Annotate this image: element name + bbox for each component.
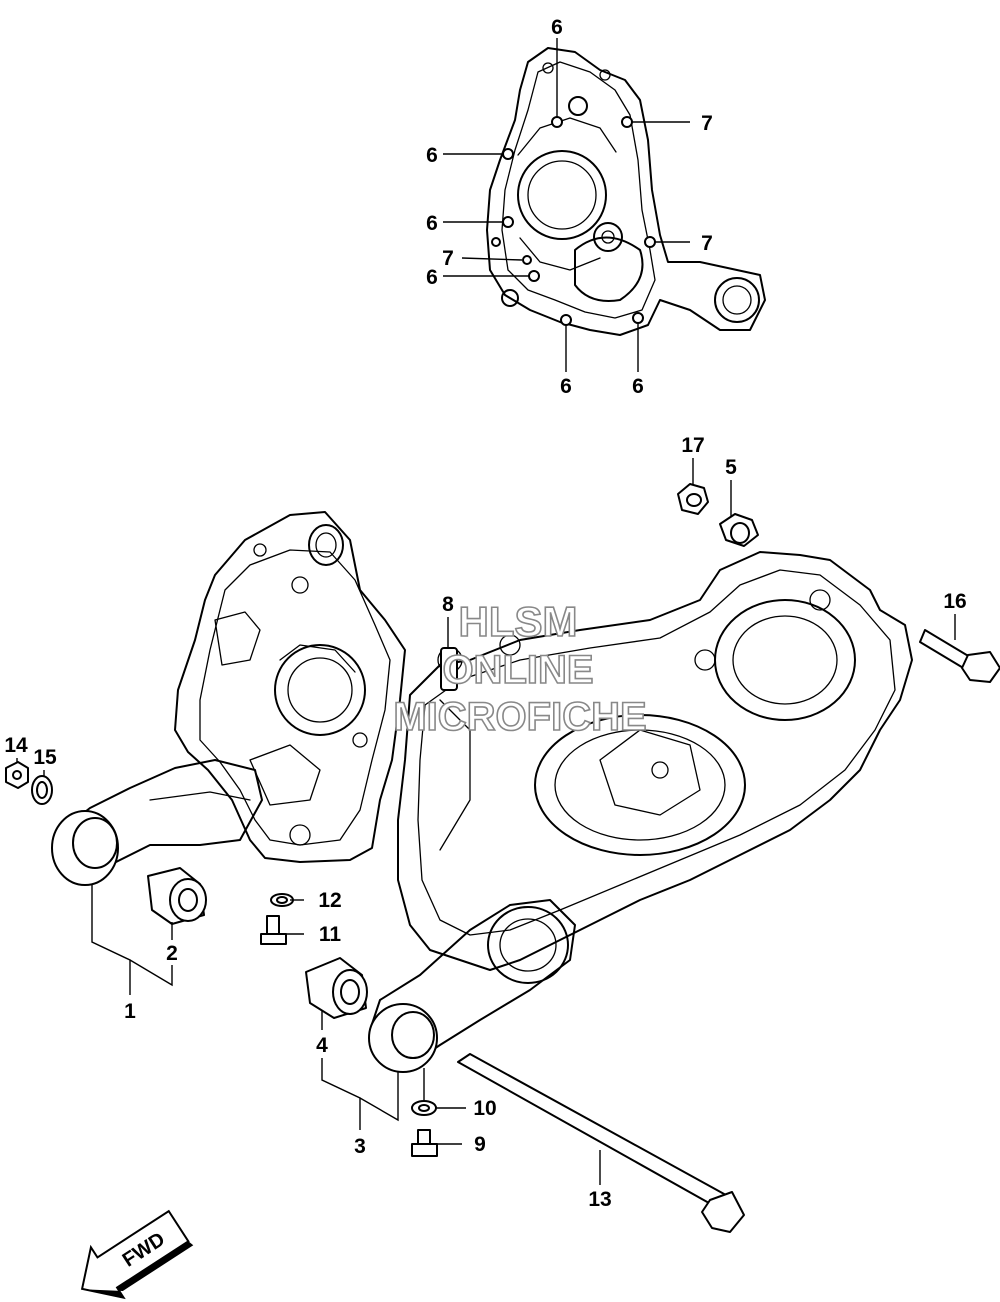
- watermark-line-1: HLSM: [459, 598, 578, 645]
- callout-2: 2: [166, 942, 178, 965]
- nut-17: [677, 483, 709, 515]
- callout-17: 17: [681, 434, 704, 457]
- bolt-16: [919, 629, 1000, 683]
- bolt-11: [260, 915, 287, 945]
- watermark-line-2: ONLINE: [442, 648, 593, 692]
- nut-14: [5, 761, 29, 789]
- callout-6-bottom-1: 6: [560, 375, 572, 398]
- crankcase-right: [397, 551, 913, 971]
- watermark: HLSM ONLINE MICROFICHE: [393, 597, 648, 740]
- callout-4: 4: [316, 1034, 328, 1057]
- leader-lines: [16, 38, 956, 1185]
- bushing-4: [305, 957, 368, 1019]
- callouts: 6 7 6 6 7 7 6 6 6 17 5 16 8 14 15 12 11 …: [4, 16, 966, 1211]
- callout-13: 13: [588, 1188, 611, 1211]
- callout-5: 5: [725, 456, 737, 479]
- crankcase-left: [174, 511, 406, 863]
- washer-10: [411, 1100, 437, 1116]
- through-bolt-13: [457, 1053, 745, 1233]
- engine-cover: [486, 47, 766, 336]
- callout-12: 12: [318, 889, 341, 912]
- callout-1: 1: [124, 1000, 136, 1023]
- callout-16: 16: [943, 590, 966, 613]
- callout-6-left-3: 6: [426, 266, 438, 289]
- callout-3: 3: [354, 1135, 366, 1158]
- engine-mount-arm-1: [51, 759, 263, 886]
- callout-7-right: 7: [701, 232, 713, 255]
- engine-mount-arm-3: [368, 899, 576, 1073]
- callout-6-left-1: 6: [426, 144, 438, 167]
- callout-11: 11: [319, 923, 342, 946]
- bolt-9: [411, 1129, 438, 1157]
- callout-9: 9: [474, 1133, 486, 1156]
- washer-15: [31, 775, 53, 805]
- callout-10: 10: [473, 1097, 496, 1120]
- callout-6-top: 6: [551, 16, 563, 39]
- callout-7-upper: 7: [701, 112, 713, 135]
- callout-7-left: 7: [442, 247, 454, 270]
- callout-15: 15: [33, 746, 57, 769]
- bushing-5: [719, 513, 759, 547]
- washer-12: [270, 893, 294, 907]
- callout-14: 14: [4, 734, 28, 757]
- watermark-line-3: MICROFICHE: [393, 695, 646, 739]
- bushing-2: [147, 867, 207, 925]
- callout-8: 8: [442, 593, 454, 616]
- callout-6-left-2: 6: [426, 212, 438, 235]
- callout-6-bottom-2: 6: [632, 375, 644, 398]
- dowel-8: [440, 647, 458, 691]
- fwd-arrow: FWD: [80, 1209, 194, 1300]
